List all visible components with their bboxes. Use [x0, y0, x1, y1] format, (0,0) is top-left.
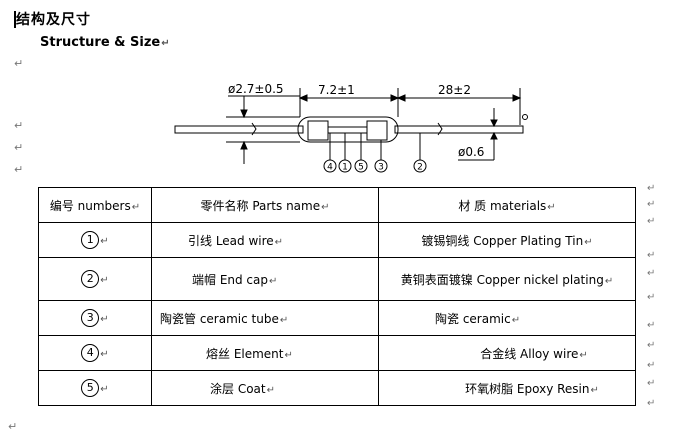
part-name: 熔丝 Element — [206, 346, 284, 361]
paragraph-mark: ↵ — [14, 141, 24, 154]
section-title-chinese: 结构及尺寸 — [16, 12, 91, 28]
paragraph-mark: ↵ — [14, 163, 24, 176]
end-cap-right — [366, 120, 388, 141]
table-row: 4↵ 熔丝 Element↵ 合金线 Alloy wire↵ — [38, 335, 636, 371]
header-parts-name: 零件名称 Parts name↵ — [151, 187, 379, 223]
section-title-english: Structure & Size↵ — [40, 35, 170, 50]
dim-lead-diameter: ø0.6 — [458, 145, 484, 159]
row-end-mark: ↵ — [647, 268, 656, 279]
table-row: 5↵ 涂层 Coat↵ 环氧树脂 Epoxy Resin↵ — [38, 370, 636, 406]
material: 镀锡铜线 Copper Plating Tin — [421, 233, 584, 248]
table-header-row: 编号 numbers↵ 零件名称 Parts name↵ 材 质 materia… — [38, 187, 636, 223]
row-end-mark: ↵ — [647, 250, 656, 261]
row-number: 3 — [81, 309, 100, 327]
material: 陶瓷 ceramic — [435, 311, 511, 326]
part-name: 涂层 Coat — [210, 381, 266, 396]
part-name: 陶瓷管 ceramic tube — [160, 311, 279, 326]
row-end-mark: ↵ — [647, 199, 656, 210]
table-row: 2↵ 端帽 End cap↵ 黄铜表面镀镍 Copper nickel plat… — [38, 257, 636, 301]
row-end-mark: ↵ — [647, 340, 656, 351]
material: 环氧树脂 Epoxy Resin — [465, 381, 590, 396]
callout-4: 4 — [327, 163, 333, 173]
row-end-mark: ↵ — [647, 183, 656, 194]
dim-body-diameter: ø2.7±0.5 — [228, 82, 284, 96]
parts-materials-table: 编号 numbers↵ 零件名称 Parts name↵ 材 质 materia… — [38, 187, 636, 406]
paragraph-mark: ↵ — [8, 420, 18, 433]
text-cursor — [14, 11, 16, 28]
row-number: 5 — [81, 379, 100, 397]
paragraph-mark: ↵ — [14, 57, 24, 70]
ceramic-tube-outline — [297, 116, 399, 143]
callout-5: 5 — [358, 163, 364, 173]
header-numbers: 编号 numbers↵ — [38, 187, 152, 223]
callout-3: 3 — [378, 163, 384, 173]
row-end-mark: ↵ — [647, 216, 656, 227]
part-name: 引线 Lead wire — [188, 233, 274, 248]
table-row: 3↵ 陶瓷管 ceramic tube↵ 陶瓷 ceramic↵ — [38, 300, 636, 336]
row-end-mark: ↵ — [647, 320, 656, 331]
row-number: 4 — [81, 344, 100, 362]
material: 合金线 Alloy wire — [480, 346, 579, 361]
callout-1: 1 — [342, 163, 348, 173]
row-number: 2 — [81, 270, 100, 288]
header-materials: 材 质 materials↵ — [378, 187, 636, 223]
row-end-mark: ↵ — [647, 360, 656, 371]
row-end-mark: ↵ — [647, 398, 656, 409]
end-cap-left — [307, 120, 329, 141]
table-row: 1↵ 引线 Lead wire↵ 镀锡铜线 Copper Plating Tin… — [38, 222, 636, 258]
fuse-structure-drawing: ø2.7±0.5 7.2±1 28±2 ø0.6 4 1 5 3 2 — [174, 82, 528, 173]
paragraph-mark: ↵ — [14, 119, 24, 132]
callout-2: 2 — [417, 163, 423, 173]
part-name: 端帽 End cap — [192, 272, 269, 287]
dim-lead-length: 28±2 — [438, 83, 471, 97]
row-end-mark: ↵ — [647, 378, 656, 389]
lead-wire-left — [174, 125, 304, 134]
lead-wire-right — [394, 125, 524, 134]
dim-body-length: 7.2±1 — [318, 83, 355, 97]
row-end-mark: ↵ — [647, 292, 656, 303]
row-number: 1 — [81, 231, 100, 249]
material: 黄铜表面镀镍 Copper nickel plating — [400, 272, 604, 287]
